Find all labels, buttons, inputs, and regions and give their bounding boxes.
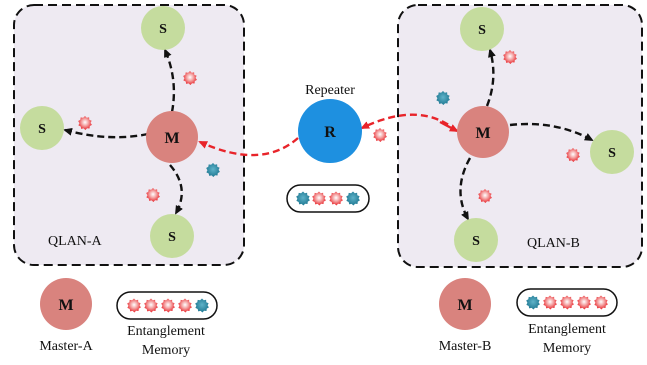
svg-text:S: S — [472, 234, 480, 249]
svg-text:R: R — [324, 124, 336, 141]
repeater-node[interactable]: R — [298, 99, 362, 163]
svg-text:S: S — [159, 22, 167, 37]
svg-text:S: S — [608, 146, 616, 161]
qlan-a-slave-left[interactable]: S — [20, 106, 64, 150]
svg-text:Memory: Memory — [142, 343, 190, 358]
link-repeater-to-master-a — [198, 137, 299, 157]
qlan-a-box — [13, 4, 245, 266]
svg-text:M: M — [164, 130, 179, 147]
qlan-b-slave-right[interactable]: S — [590, 130, 634, 174]
svg-text:Master-A: Master-A — [39, 339, 93, 354]
svg-text:M: M — [475, 125, 490, 142]
svg-text:M: M — [457, 297, 472, 314]
repeater-title: Repeater — [305, 83, 355, 98]
link-repeater-to-master-b-head — [439, 120, 459, 133]
svg-text:S: S — [168, 230, 176, 245]
svg-text:S: S — [478, 23, 486, 38]
qlan-a-slave-bottom[interactable]: S — [150, 214, 194, 258]
svg-text:Memory: Memory — [543, 341, 591, 356]
link-b-master-to-bottom-slave — [459, 157, 472, 221]
qlan-b-label: QLAN-B — [527, 236, 580, 251]
qlan-a-slave-top[interactable]: S — [141, 6, 185, 50]
svg-text:M: M — [58, 297, 73, 314]
legend-memory-a: Entanglement Memory — [116, 291, 218, 358]
link-repeater-to-master-b — [360, 113, 458, 132]
svg-text:Entanglement: Entanglement — [528, 322, 606, 337]
qlan-b-box — [397, 4, 643, 268]
qlan-b-master-node[interactable]: M — [457, 106, 509, 158]
legend-master-a: M Master-A — [39, 278, 94, 354]
qlan-a-label: QLAN-A — [48, 234, 103, 249]
qlan-b-slave-top[interactable]: S — [460, 7, 504, 51]
qlan-b-group: QLAN-B — [397, 4, 643, 268]
repeater-memory — [286, 184, 370, 213]
legend-master-b: M Master-B — [439, 278, 492, 354]
legend-memory-b: Entanglement Memory — [516, 288, 618, 356]
link-a-master-to-bottom-slave — [169, 164, 183, 215]
qlan-a-master-node[interactable]: M — [146, 111, 198, 163]
svg-text:Entanglement: Entanglement — [127, 324, 205, 339]
svg-text:S: S — [38, 122, 46, 137]
qlan-b-slave-bottom[interactable]: S — [454, 218, 498, 262]
link-a-master-to-left-slave — [63, 127, 149, 139]
link-b-master-to-top-slave — [485, 48, 496, 107]
floating-qubit-repeater — [373, 128, 387, 142]
link-a-master-to-top-slave — [163, 48, 176, 113]
svg-text:Master-B: Master-B — [439, 339, 492, 354]
qlan-a-group: QLAN-A — [13, 4, 245, 266]
